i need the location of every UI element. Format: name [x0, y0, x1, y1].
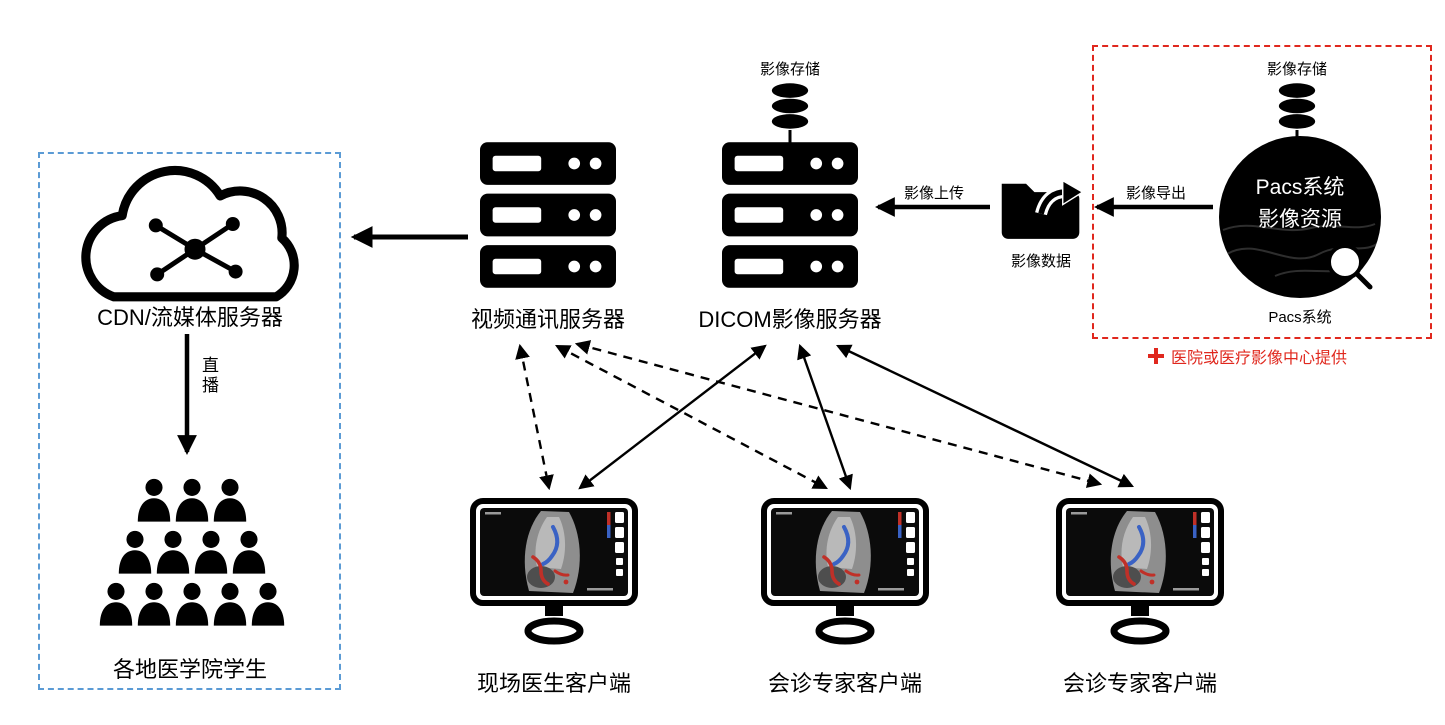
pacs-storage-icon [1278, 83, 1316, 129]
pacs-circle-line1: Pacs系统 [1255, 176, 1345, 199]
pacs-circle-line2: 影像资源 [1258, 207, 1342, 231]
edge-dicom-client-site [578, 344, 767, 490]
cdn-label: CDN/流媒体服务器 [97, 305, 283, 330]
video-server-icon [480, 142, 616, 288]
client-expert-1-label: 会诊专家客户端 [767, 671, 923, 696]
edge-dicom-client-expert-2 [835, 344, 1135, 488]
edge-video-client-expert-1 [555, 344, 828, 490]
magnifier-icon [1327, 244, 1376, 293]
hospital-note-text: 医院或医疗影像中心提供 [1171, 350, 1348, 367]
pacs-storage-label: 影像存储 [1266, 61, 1328, 78]
client-site-label: 现场医生客户端 [476, 671, 632, 696]
dicom-server-label: DICOM影像服务器 [698, 307, 882, 332]
dicom-storage-icon [771, 83, 809, 129]
pacs-caption: Pacs系统 [1268, 309, 1332, 326]
video-server-label: 视频通讯服务器 [470, 307, 626, 332]
dicom-storage-label: 影像存储 [759, 61, 821, 78]
edge-video-client-site [515, 343, 554, 491]
client-expert-2-label: 会诊专家客户端 [1062, 671, 1218, 696]
edge-dicom-client-expert-1 [797, 343, 853, 491]
broadcast-group-box [38, 152, 341, 690]
plus-icon [1148, 348, 1164, 364]
students-label: 各地医学院学生 [112, 657, 268, 682]
students-crowd-icon [99, 478, 285, 626]
pacs-circle-text: Pacs系统 影像资源 [1219, 172, 1381, 235]
image-data-folder-icon [998, 174, 1084, 244]
hospital-note: 医院或医疗影像中心提供 [1148, 344, 1347, 368]
image-export-label: 影像导出 [1125, 185, 1187, 202]
hospital-group-box [1092, 45, 1432, 339]
image-data-label: 影像数据 [1010, 253, 1072, 270]
live-stream-label: 直播 [199, 356, 218, 396]
edge-video-client-expert-2 [574, 340, 1103, 488]
client-expert-2-monitor-icon [1055, 497, 1225, 657]
image-upload-label: 影像上传 [903, 185, 965, 202]
client-expert-1-monitor-icon [760, 497, 930, 657]
client-site-monitor-icon [469, 497, 639, 657]
dicom-server-icon [722, 142, 858, 288]
